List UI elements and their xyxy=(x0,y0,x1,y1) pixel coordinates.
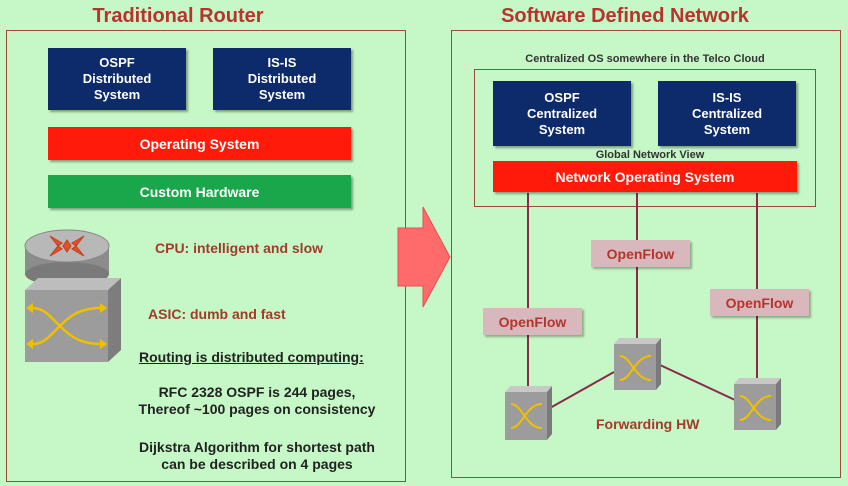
global-view-label: Global Network View xyxy=(595,149,705,161)
forwarding-switch-middle xyxy=(614,338,661,390)
openflow-label-left: OpenFlow xyxy=(483,308,582,335)
asic-switch-icon xyxy=(25,278,121,362)
cpu-label: CPU: intelligent and slow xyxy=(155,240,324,256)
right-title: Software Defined Network xyxy=(501,5,749,27)
routing-heading: Routing is distributed computing: xyxy=(139,349,364,365)
link-switch-middle-right xyxy=(659,364,736,401)
link-switch-left-middle xyxy=(549,371,615,409)
rfc-note: RFC 2328 OSPF is 244 pages, Thereof ~100… xyxy=(138,384,376,417)
router-icon xyxy=(24,229,110,286)
custom-hardware-bar: Custom Hardware xyxy=(48,175,351,208)
cloud-box xyxy=(474,69,816,207)
forwarding-switch-left xyxy=(505,386,552,440)
sdn-panel xyxy=(451,30,841,478)
openflow-label-right: OpenFlow xyxy=(710,289,809,316)
left-title: Traditional Router xyxy=(92,5,264,27)
dijkstra-note: Dijkstra Algorithm for shortest path can… xyxy=(139,439,375,472)
forwarding-hw-label: Forwarding HW xyxy=(596,416,700,432)
cloud-label: Centralized OS somewhere in the Telco Cl… xyxy=(525,53,765,65)
transition-arrow xyxy=(397,206,451,308)
openflow-label-middle: OpenFlow xyxy=(591,240,690,267)
forwarding-switch-right xyxy=(734,378,781,430)
operating-system-bar: Operating System xyxy=(48,127,351,160)
network-operating-system-bar: Network Operating System xyxy=(493,161,797,192)
asic-label: ASIC: dumb and fast xyxy=(148,306,286,322)
